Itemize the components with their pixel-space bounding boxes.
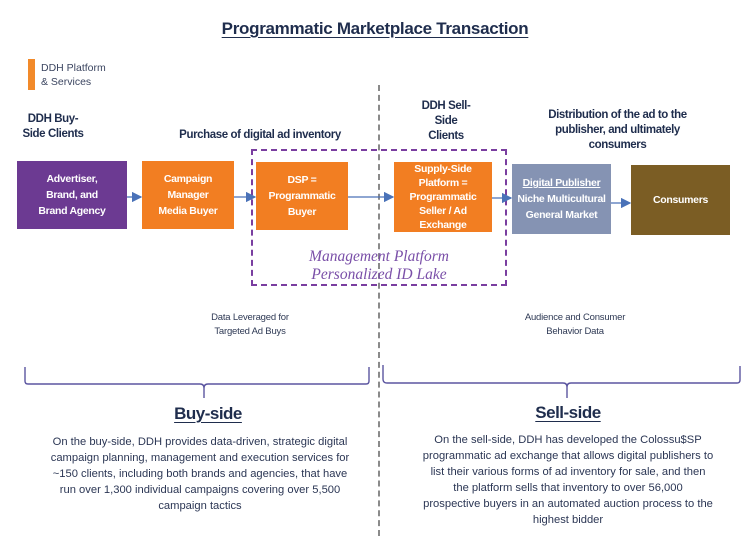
buy-side-description: On the buy-side, DDH provides data-drive… — [50, 436, 350, 512]
page-title: Programmatic Marketplace Transaction — [221, 19, 529, 38]
buy-sell-divider — [378, 85, 380, 536]
header-distribution: Distribution of the ad to the publisher,… — [548, 109, 687, 151]
sell-side-title: Sell-side — [535, 403, 601, 422]
sell-data-label: Audience and Consumer Behavior Data — [524, 312, 626, 337]
legend-swatch — [28, 59, 35, 90]
consumers-box: Consumers — [631, 165, 730, 235]
header-buy-side-clients: DDH Buy- Side Clients — [22, 113, 84, 140]
management-platform-box — [251, 149, 507, 286]
sell-side-description: On the sell-side, DDH has developed the … — [422, 434, 714, 526]
buy-side-brace — [24, 367, 370, 398]
header-sell-side-clients: DDH Sell- Side Clients — [421, 100, 471, 142]
management-platform-label: Management Platform Personalized ID Lake — [309, 248, 449, 283]
buy-side-title: Buy-side — [174, 404, 242, 423]
sell-side-brace — [382, 365, 741, 398]
legend-label: DDH Platform & Services — [41, 62, 106, 88]
header-purchase: Purchase of digital ad inventory — [179, 129, 341, 141]
buy-data-label: Data Leveraged for Targeted Ad Buys — [211, 312, 289, 337]
